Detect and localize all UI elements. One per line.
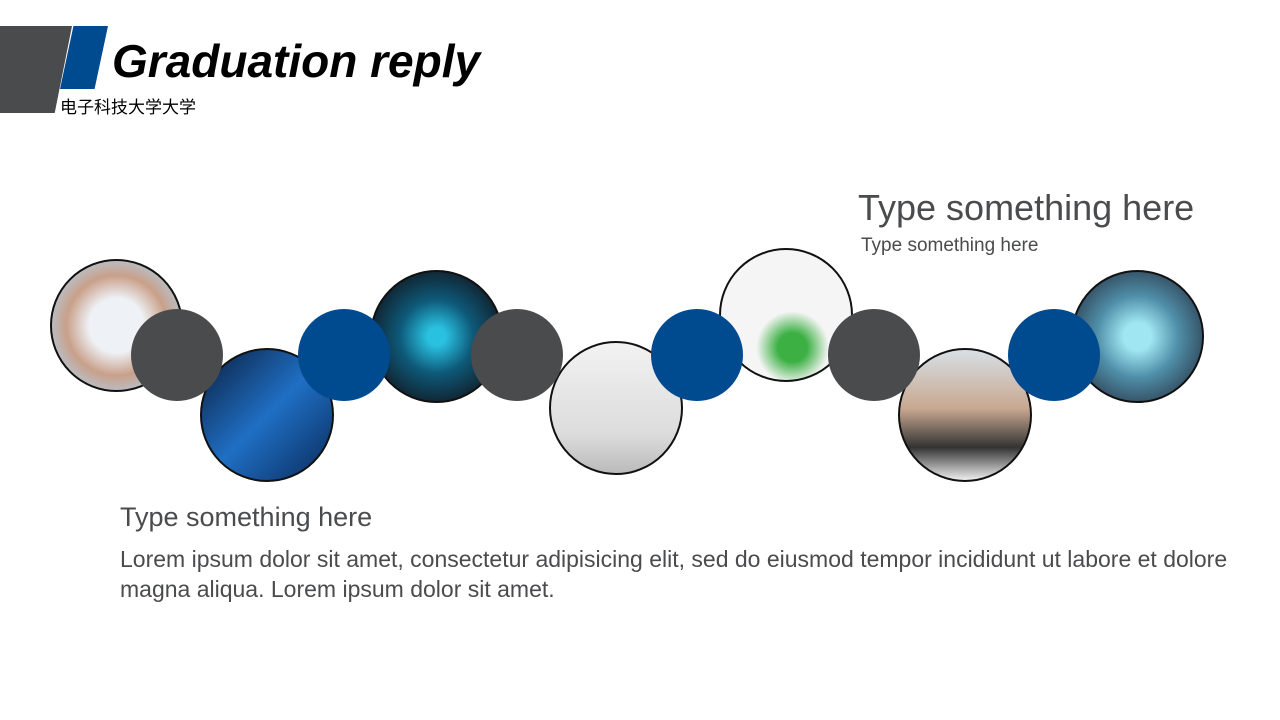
timeline-dot-blue [651,309,743,401]
left-body-text: Lorem ipsum dolor sit amet, consectetur … [120,546,1228,602]
timeline-dot-gray [828,309,920,401]
timeline-dot-gray [131,309,223,401]
right-heading: Type something here [858,187,1195,228]
left-heading: Type something here [120,502,373,532]
right-text: Type something here [861,235,1039,256]
timeline-dot-blue [298,309,390,401]
page-title: Graduation reply [112,35,481,87]
timeline-dot-blue [1008,309,1100,401]
page-subtitle: 电子科技大学大学 [60,98,196,118]
timeline-dot-gray [471,309,563,401]
